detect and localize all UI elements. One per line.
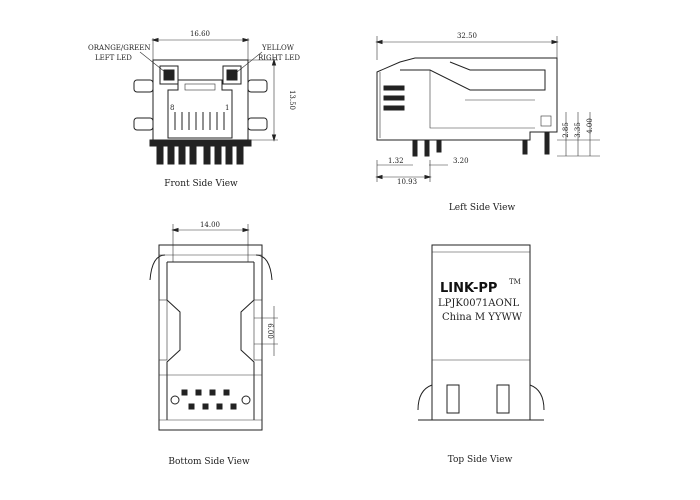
top-view-caption: Top Side View [448,455,513,465]
left-led-color-label: ORANGE/GREEN [88,44,150,52]
origin-date-code: China M YYWW [442,312,523,323]
front-width-dimension: 16.60 [190,30,210,38]
dim-2-85: 2.85 [562,122,570,138]
front-view-caption: Front Side View [164,179,238,189]
bottom-height-dimension: 6.00 [266,323,274,339]
front-height-dimension: 13.50 [288,90,296,110]
bottom-width-dimension: 14.00 [200,221,220,229]
left-side-view: 32.50 1.32 3.20 10.93 2.85 [375,32,600,213]
bottom-view-caption: Bottom Side View [168,457,250,467]
dim-3-35: 3.35 [574,122,582,138]
front-side-view: 16.60 ORANGE/GREEN LEFT LED YELLOW RIGHT… [88,30,300,189]
trademark-symbol: TM [509,278,521,286]
bottom-side-view: 14.00 6.00 Bottom Side V [149,221,278,467]
dim-10-93: 10.93 [397,178,417,186]
right-led-color-label: YELLOW [261,44,295,52]
left-led-label: LEFT LED [95,54,132,62]
side-length-dimension: 32.50 [457,32,477,40]
left-view-caption: Left Side View [449,203,516,213]
pin-1-label: 1 [225,104,229,112]
dim-3-20: 3.20 [453,157,469,165]
part-number: LPJK0071AONL [438,298,519,309]
dim-4-00: 4.00 [586,118,594,134]
top-side-view: LINK-PP TM LPJK0071AONL China M YYWW Top… [417,244,545,465]
brand-name: LINK-PP [440,281,497,296]
pin-8-label: 8 [170,104,174,112]
right-led-label: RIGHT LED [258,54,300,62]
dim-1-32: 1.32 [388,157,404,165]
